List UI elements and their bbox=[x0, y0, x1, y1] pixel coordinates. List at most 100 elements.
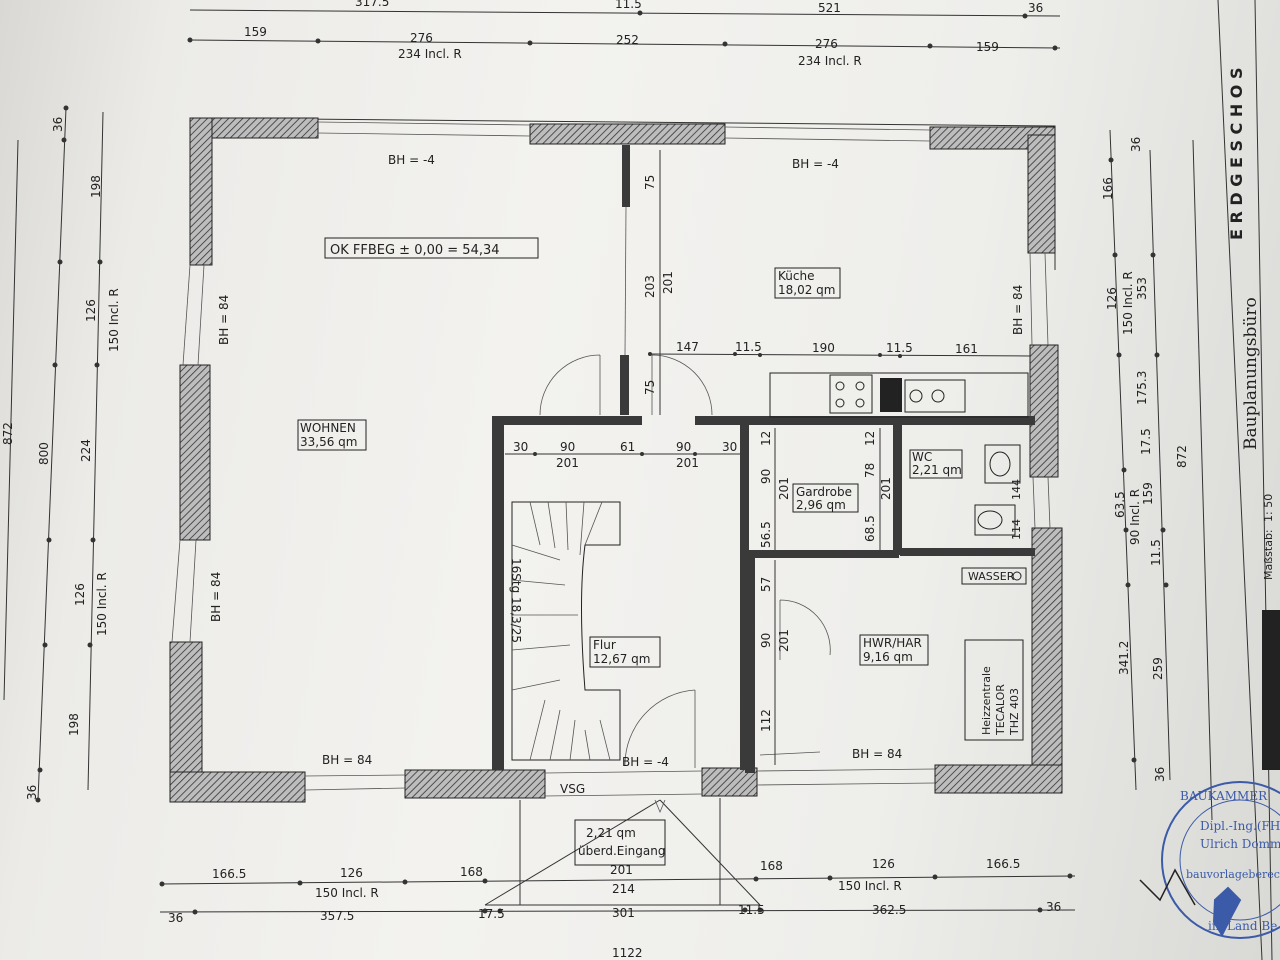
room-kueche bbox=[774, 267, 841, 299]
dim-wall-2: 203 bbox=[643, 275, 657, 298]
dim-kitchen-4: 11.5 bbox=[886, 341, 913, 355]
dim-bot-incl-1: 150 Incl. R bbox=[315, 886, 379, 900]
dim-bot-214: 214 bbox=[612, 882, 635, 896]
dim-hwr-3: 201 bbox=[777, 629, 791, 652]
wall-left-2 bbox=[179, 364, 211, 541]
interior-dimensions: 147 11.5 190 11.5 161 30 90 61 90 30 201… bbox=[505, 150, 1031, 765]
dim-gard-3: 201 bbox=[777, 477, 791, 500]
dim-gard-7: 201 bbox=[879, 477, 893, 500]
dim-top-incl-1: 234 Incl. R bbox=[398, 47, 462, 61]
signature bbox=[1139, 868, 1196, 906]
room-wc bbox=[909, 449, 963, 479]
dim-top-5: 159 bbox=[976, 40, 999, 54]
bh-left-upper: BH = 84 bbox=[217, 295, 231, 345]
wall-wohnen-kueche-bottom bbox=[620, 355, 629, 415]
heating-label-2: TECALOR bbox=[994, 684, 1007, 736]
dim-right-mid-1: 353 bbox=[1135, 277, 1149, 300]
dim-left-incl-2: 150 Incl. R bbox=[95, 572, 109, 636]
dim-flur-4: 90 bbox=[676, 440, 691, 454]
wc-fixtures bbox=[974, 444, 1021, 536]
dim-bot-r3-7: 36 bbox=[1046, 900, 1061, 914]
dim-right-total: 872 bbox=[1175, 445, 1189, 468]
stairs-label: 16Stg 18,3/25 bbox=[509, 558, 523, 643]
dim-gard-6: 78 bbox=[863, 463, 877, 478]
dim-flur-7: 201 bbox=[676, 456, 699, 470]
room-wohnen-area: 33,56 qm bbox=[300, 435, 357, 449]
bh-top-left: BH = -4 bbox=[388, 153, 435, 167]
room-labels: OK FFBEG ± 0,00 = 54,34 WOHNEN 33,56 qm … bbox=[209, 153, 1027, 858]
wall-bottom-4 bbox=[934, 764, 1063, 794]
wall-wohnen-kueche-top bbox=[622, 145, 630, 207]
stamp-line-1: BAUKAMMER bbox=[1180, 789, 1268, 803]
wall-right-1 bbox=[1027, 134, 1056, 254]
wall-left-1 bbox=[189, 117, 213, 266]
room-kueche-area: 18,02 qm bbox=[778, 283, 835, 297]
dim-flur-1: 30 bbox=[513, 440, 528, 454]
room-flur-name: Flur bbox=[593, 638, 616, 652]
room-wc-area: 2,21 qm bbox=[912, 463, 962, 477]
scale-value: 1: 50 bbox=[1262, 494, 1275, 522]
top-dimensions: 159 276 252 276 159 234 Incl. R 234 Incl… bbox=[187, 0, 1061, 68]
wall-bottom-1 bbox=[169, 771, 306, 803]
toilet-icon bbox=[974, 504, 1016, 536]
dim-bot-5: 168 bbox=[760, 859, 783, 873]
stamp: BAUKAMMER Dipl.-Ing.(FH) Ulrich Dommas b… bbox=[1139, 781, 1280, 939]
dim-gard-4: 56.5 bbox=[759, 521, 773, 548]
left-dimensions: 36 198 126 150 Incl. R 224 126 150 Incl.… bbox=[1, 105, 121, 803]
dim-bot-r3-5: 11.5 bbox=[738, 903, 765, 917]
dim-right-6: 63.5 bbox=[1113, 491, 1127, 518]
dim-left-7: 36 bbox=[25, 785, 39, 800]
dim-top-1: 159 bbox=[244, 25, 267, 39]
floor-title: E R D G E S C H O S bbox=[1227, 67, 1246, 240]
dim-top-0b: 11.5 bbox=[615, 0, 642, 11]
dim-kitchen-3: 190 bbox=[812, 341, 835, 355]
wall-right-2 bbox=[1029, 344, 1059, 478]
dim-wall-1: 75 bbox=[643, 175, 657, 190]
exterior-walls bbox=[169, 117, 1063, 803]
room-garderobe-area: 2,96 qm bbox=[796, 498, 846, 512]
dim-bot-3: 168 bbox=[460, 865, 483, 879]
room-garderobe bbox=[792, 483, 859, 513]
dim-left-2: 198 bbox=[89, 175, 103, 198]
dim-bot-incl-2: 150 Incl. R bbox=[838, 879, 902, 893]
dim-hwr-4: 112 bbox=[759, 709, 773, 732]
dim-right-5: 17.5 bbox=[1139, 428, 1153, 455]
dim-left-5: 126 bbox=[73, 583, 87, 606]
dim-bot-r3-4: 301 bbox=[612, 906, 635, 920]
wall-hwr-left bbox=[745, 555, 755, 773]
stove-icon bbox=[829, 374, 873, 414]
scale-label: Maßstab: bbox=[1262, 529, 1275, 580]
wasser-label: WASSER bbox=[968, 570, 1015, 583]
staircase: 16Stg 18,3/25 bbox=[509, 501, 621, 761]
interior-walls bbox=[492, 145, 1035, 773]
room-hwr bbox=[859, 634, 929, 666]
room-flur bbox=[589, 636, 661, 668]
stamp-line-2: Dipl.-Ing.(FH) bbox=[1200, 819, 1280, 833]
wasser-box bbox=[961, 567, 1027, 585]
dim-gard-2: 90 bbox=[759, 469, 773, 484]
dim-top-0d: 36 bbox=[1028, 1, 1043, 15]
wall-bottom-2 bbox=[404, 769, 546, 799]
room-garderobe-name: Gardrobe bbox=[796, 485, 852, 499]
dim-bot-r3-1: 36 bbox=[168, 911, 183, 925]
bh-bottom-left: BH = 84 bbox=[322, 753, 372, 767]
dim-hwr-1: 57 bbox=[759, 577, 773, 592]
dim-top-0c: 521 bbox=[818, 1, 841, 15]
room-flur-area: 12,67 qm bbox=[593, 652, 650, 666]
bh-bottom-right: BH = 84 bbox=[852, 747, 902, 761]
room-wc-name: WC bbox=[912, 450, 932, 464]
washbasin-icon bbox=[984, 444, 1021, 484]
dim-bot-4: 201 bbox=[610, 863, 633, 877]
entrance-canopy bbox=[484, 798, 761, 906]
dim-top-0a: 317.5 bbox=[355, 0, 389, 9]
dim-wall-3: 201 bbox=[661, 271, 675, 294]
room-eingang-name: überd.Eingang bbox=[578, 844, 665, 858]
dim-right-3: 126 bbox=[1105, 287, 1119, 310]
wall-flur-right bbox=[740, 425, 749, 770]
dim-left-edge: 872 bbox=[1, 422, 15, 445]
dim-bot-2: 126 bbox=[340, 866, 363, 880]
level-label: OK FFBEG ± 0,00 = 54,34 bbox=[330, 243, 500, 258]
dim-flur-5: 30 bbox=[722, 440, 737, 454]
